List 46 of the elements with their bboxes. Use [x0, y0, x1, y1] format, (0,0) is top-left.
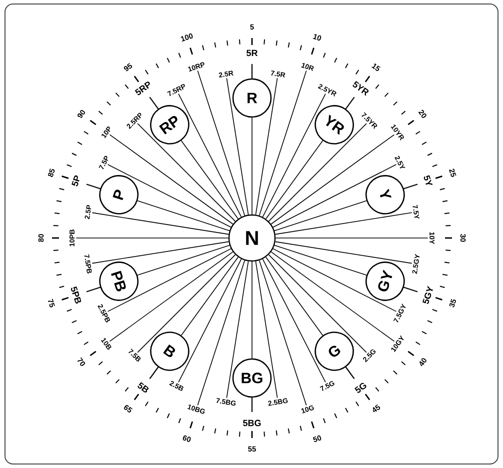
spoke-line: [258, 260, 307, 406]
spoke-line: [272, 248, 397, 312]
hue-label: 5RP: [134, 82, 150, 96]
spoke-line: [137, 254, 236, 353]
spoke-line: [180, 140, 239, 220]
spoke-line: [272, 164, 397, 228]
spoke-line: [92, 212, 230, 235]
spoke-line: [265, 140, 324, 220]
spoke-line: [274, 244, 367, 276]
spoke-line: [265, 256, 324, 336]
spoke-line: [270, 134, 395, 225]
spoke-line: [107, 164, 232, 228]
spoke-line: [262, 258, 326, 383]
spoke-line: [274, 212, 412, 235]
spoke-line: [268, 254, 367, 353]
hue-label: 5Y: [424, 175, 433, 185]
spoke-line: [226, 260, 249, 398]
hue-label: 5BG: [243, 420, 261, 426]
spoke-line: [178, 258, 242, 383]
spoke-line: [255, 78, 278, 216]
spoke-line: [274, 200, 367, 232]
spoke-line: [180, 256, 239, 336]
spoke-line: [137, 123, 236, 222]
hue-label: 5YR: [352, 81, 369, 96]
spoke-line: [270, 251, 395, 342]
hue-label: 5P: [72, 175, 80, 186]
spoke-line: [197, 260, 246, 406]
spoke-line: [274, 241, 412, 264]
spoke-line: [92, 241, 230, 264]
spoke-line: [178, 93, 242, 218]
spoke-line: [226, 78, 249, 216]
spoke-line: [268, 123, 367, 222]
hue-label: 5B: [138, 382, 149, 392]
spoke-line: [197, 70, 246, 216]
hue-label: 5PB: [70, 286, 82, 304]
hue-label: 5R: [246, 50, 258, 56]
hue-label: 5GY: [422, 286, 433, 304]
hue-label: 5G: [354, 382, 366, 393]
spoke-line: [109, 251, 234, 342]
spoke-line: [137, 200, 230, 232]
spoke-line: [107, 248, 232, 312]
spoke-line: [262, 93, 326, 218]
spoke-line: [255, 260, 278, 398]
spoke-line: [258, 70, 307, 216]
spoke-line: [137, 244, 230, 276]
spoke-line: [109, 134, 234, 225]
